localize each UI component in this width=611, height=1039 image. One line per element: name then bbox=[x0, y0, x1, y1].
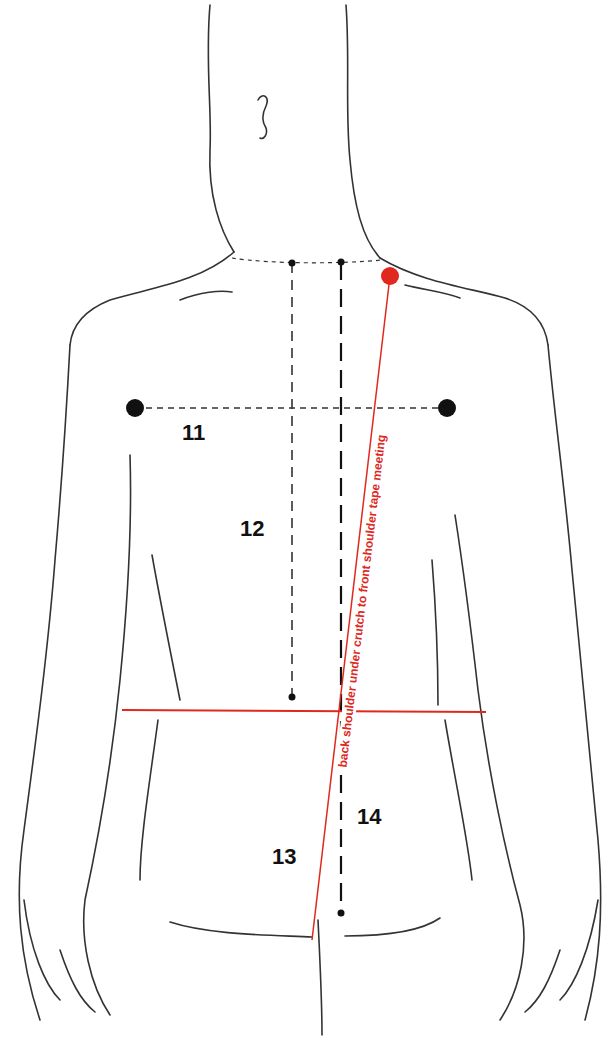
neck-left bbox=[208, 5, 234, 252]
body-outline bbox=[19, 5, 600, 1035]
measure-12-dot bbox=[289, 694, 296, 701]
measure-12-line bbox=[291, 263, 293, 697]
arm-left-inner bbox=[84, 455, 131, 1015]
waist-line bbox=[122, 710, 486, 712]
callout-number: 13 bbox=[272, 846, 296, 868]
arm-right-inner bbox=[455, 515, 524, 1020]
buttock-right bbox=[345, 918, 440, 936]
shoulder-blade-left bbox=[180, 291, 232, 300]
callout-number: 11 bbox=[182, 422, 205, 444]
measure-11-line bbox=[135, 407, 447, 408]
torso-left-side bbox=[152, 555, 180, 700]
waist-left bbox=[140, 720, 158, 880]
measure-14-dot bbox=[338, 259, 345, 266]
neck-right bbox=[346, 5, 380, 258]
shoulder-right bbox=[380, 258, 548, 345]
waist-right bbox=[445, 720, 472, 880]
hand-right bbox=[525, 900, 598, 1012]
shoulder-blade-right bbox=[405, 285, 460, 298]
measure-12-dot bbox=[289, 260, 296, 267]
measure-13-line bbox=[312, 276, 390, 940]
shoulder-left bbox=[70, 252, 234, 345]
measure-13-dot bbox=[381, 267, 399, 285]
hand-left bbox=[24, 900, 95, 1012]
torso-right-side bbox=[432, 560, 438, 705]
arm-right-outer bbox=[548, 345, 601, 1020]
measure-note: back shoulder under crutch to front shou… bbox=[335, 432, 388, 770]
callout-number: 14 bbox=[357, 806, 381, 828]
cleft bbox=[318, 920, 322, 1035]
ear-mark bbox=[258, 96, 267, 139]
neck-base-line bbox=[232, 258, 382, 263]
measure-14-line bbox=[340, 262, 342, 913]
callout-number: 12 bbox=[240, 518, 264, 540]
measure-11-dot bbox=[126, 399, 144, 417]
measure-14-dot bbox=[338, 910, 345, 917]
buttock-left bbox=[170, 922, 312, 937]
measure-11-dot bbox=[438, 399, 456, 417]
